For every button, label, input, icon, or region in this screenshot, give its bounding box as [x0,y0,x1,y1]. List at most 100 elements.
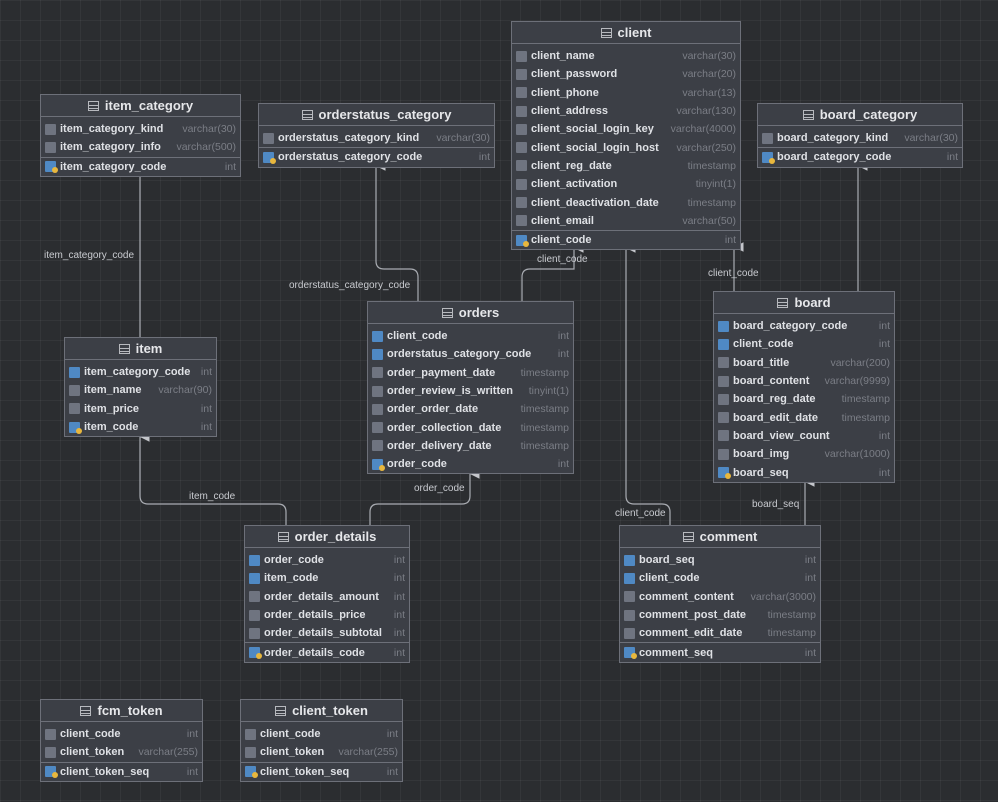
table-header[interactable]: item [65,338,216,360]
table-header[interactable]: orders [368,302,573,324]
column-type: varchar(130) [676,105,736,118]
column-name: order_collection_date [387,421,502,434]
column-icon [718,448,729,460]
column-type: varchar(3000) [750,590,816,603]
column-type: int [386,728,398,741]
table-header[interactable]: client [512,22,740,44]
relation-label: client_code [537,254,588,265]
table-header[interactable]: fcm_token [41,700,202,722]
table-icon [80,705,92,716]
column-type: varchar(13) [682,86,736,99]
column-name: board_category_code [777,151,892,164]
table-header[interactable]: orderstatus_category [259,104,494,126]
table-orderstatus-category[interactable]: orderstatus_category orderstatus_category… [258,103,495,168]
table-icon [802,109,814,120]
column-type: int [878,338,890,351]
table-icon [275,705,287,716]
column-type: int [557,330,569,343]
column-name: item_category_kind [60,123,164,136]
table-name: orderstatus_category [318,107,452,122]
column-icon [69,384,80,396]
table-header[interactable]: board_category [758,104,962,126]
table-header[interactable]: comment [620,526,820,548]
column-type: timestamp [520,439,569,452]
table-header[interactable]: board [714,292,894,314]
table-header[interactable]: order_details [245,526,409,548]
table-header[interactable]: item_category [41,95,240,117]
table-name: client_token [292,703,368,718]
table-header[interactable]: client_token [241,700,402,722]
column-name: comment_edit_date [639,627,743,640]
column-name: order_details_amount [264,590,379,603]
column-icon [516,215,527,227]
